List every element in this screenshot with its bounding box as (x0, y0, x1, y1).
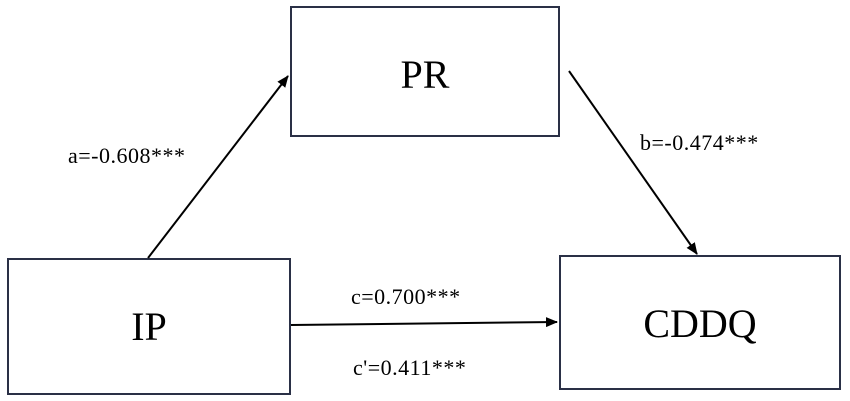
arrow-c (290, 317, 558, 328)
edge-label-c: c=0.700*** (351, 284, 461, 309)
edge-label-a: a=-0.608*** (68, 143, 186, 168)
node-box-ip (7, 258, 291, 395)
arrow-a (147, 75, 289, 259)
node-label-pr: PR (401, 52, 450, 97)
node-label-cddq: CDDQ (643, 301, 756, 346)
node-box-pr (290, 6, 560, 137)
arrow-b (568, 70, 698, 255)
node-label-ip: IP (131, 304, 167, 349)
edge-label-b: b=-0.474*** (640, 130, 759, 155)
node-box-cddq (559, 255, 841, 390)
edge-label-c-prime: c'=0.411*** (353, 355, 466, 380)
